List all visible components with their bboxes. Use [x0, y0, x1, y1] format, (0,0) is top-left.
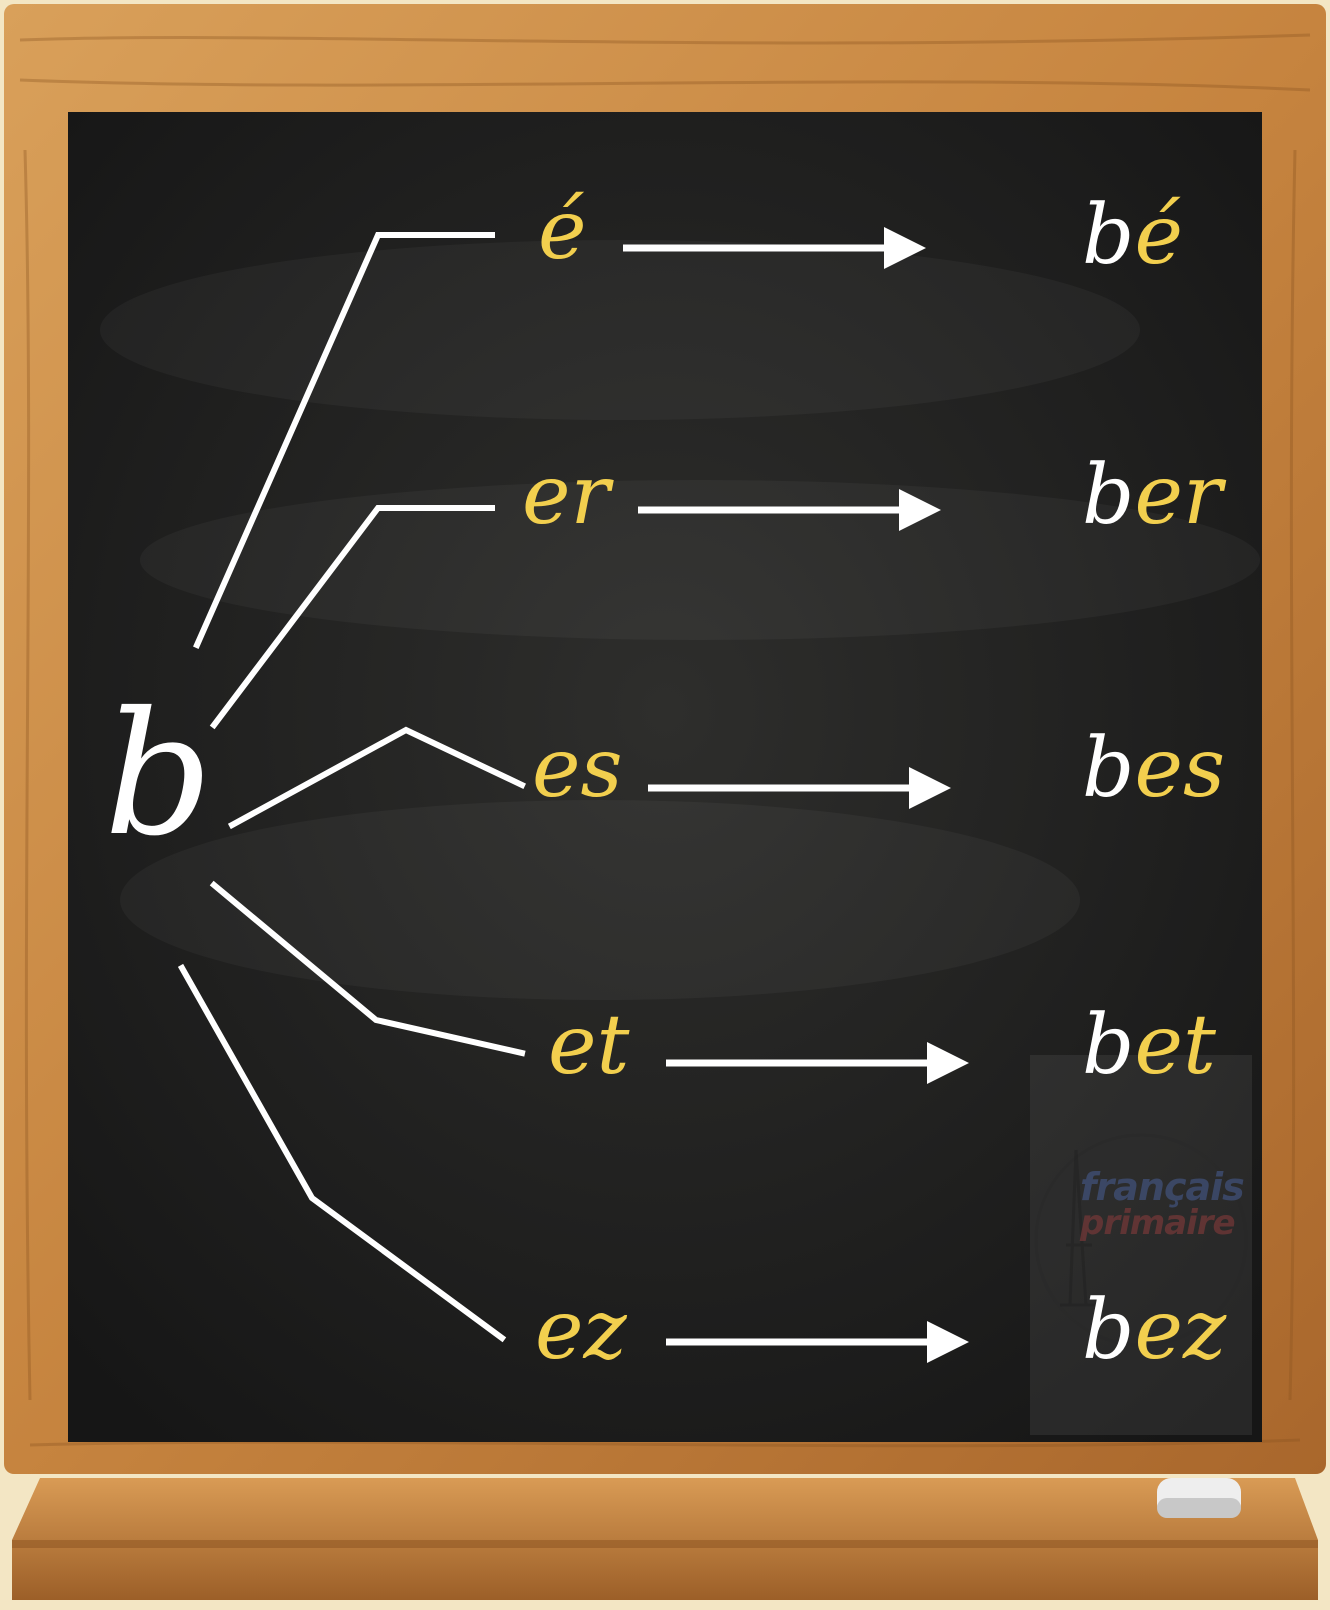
result-suffix-2: er: [1135, 448, 1223, 543]
result-word-2: ber: [1082, 455, 1222, 537]
suffix-label-2: er: [522, 455, 610, 537]
chalk-ledge: [12, 1478, 1318, 1600]
suffix-label-3: es: [532, 728, 623, 810]
chalk-piece-icon: [1157, 1478, 1241, 1518]
suffix-label-4: et: [548, 1005, 629, 1087]
watermark-logo: français primaire: [1030, 1055, 1252, 1435]
suffix-label-1: é: [538, 190, 587, 272]
eiffel-tower-icon: [1030, 1055, 1252, 1435]
watermark-text-line2: primaire: [1080, 1203, 1235, 1243]
result-suffix-3: es: [1135, 721, 1226, 816]
result-base-3: b: [1082, 721, 1135, 816]
suffix-label-5: ez: [535, 1290, 627, 1372]
result-base-5: b: [1082, 1283, 1135, 1378]
result-word-3: bes: [1082, 728, 1225, 810]
result-suffix-1: é: [1135, 188, 1184, 283]
result-word-1: bé: [1082, 195, 1183, 277]
result-base-2: b: [1082, 448, 1135, 543]
result-base-4: b: [1082, 998, 1135, 1093]
base-letter: b: [104, 690, 213, 860]
result-suffix-4: et: [1135, 998, 1216, 1093]
result-word-5: bez: [1082, 1290, 1226, 1372]
result-suffix-5: ez: [1135, 1283, 1227, 1378]
result-base-1: b: [1082, 188, 1135, 283]
result-word-4: bet: [1082, 1005, 1216, 1087]
